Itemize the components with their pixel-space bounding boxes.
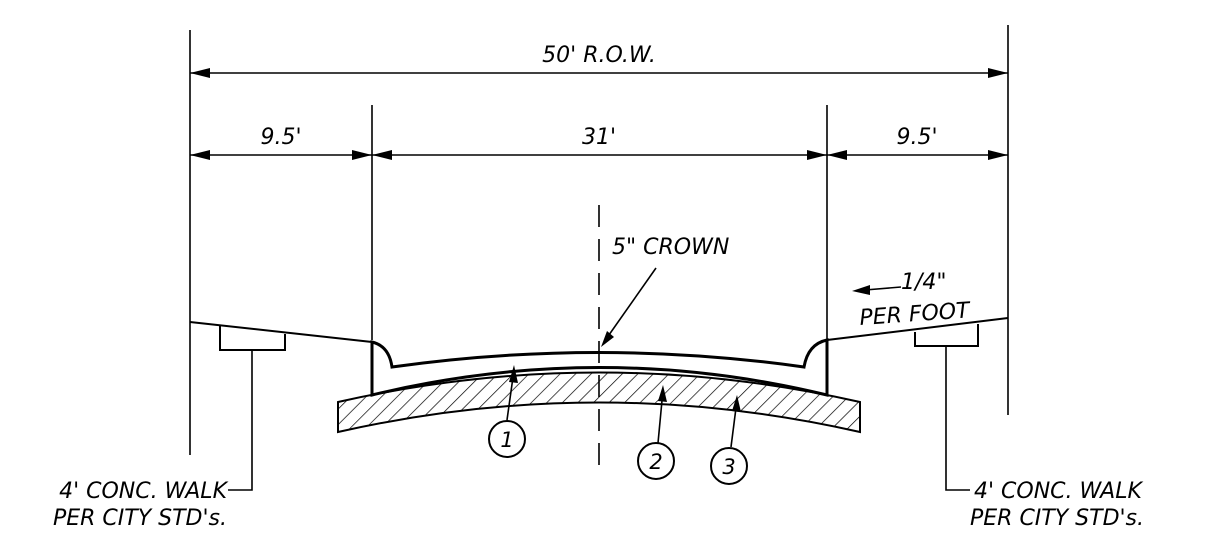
leader-lines <box>506 267 741 448</box>
callout-1-label: 1 <box>500 428 513 452</box>
pavement-section <box>370 338 829 397</box>
walk-left-label-line1: 4' CONC. WALK <box>59 479 228 504</box>
callout-3-label: 3 <box>722 455 735 479</box>
walk-right-annotation: 4' CONC. WALK PER CITY STD's. <box>945 346 1144 531</box>
row-dimension-label: 50' R.O.W. <box>542 43 656 68</box>
walk-left-label-line2: PER CITY STD's. <box>53 506 227 531</box>
crown-label: 5" CROWN <box>612 235 729 260</box>
slope-label-line1: 1/4" <box>901 270 947 295</box>
row-dimension: 50' R.O.W. <box>190 43 1008 78</box>
roadway-dimension-label: 31' <box>582 125 616 150</box>
callout-2-label: 2 <box>649 450 662 474</box>
sub-dimensions: 9.5' 31' 9.5' <box>190 125 1008 160</box>
extension-lines <box>189 25 1009 455</box>
walk-right-label-line2: PER CITY STD's. <box>970 506 1144 531</box>
callout-1: 1 <box>488 420 526 458</box>
left-parkway-dimension-label: 9.5' <box>260 125 301 150</box>
callout-3: 3 <box>710 447 748 485</box>
slope-label-line2: PER FOOT <box>859 298 972 331</box>
walk-left-annotation: 4' CONC. WALK PER CITY STD's. <box>53 350 253 531</box>
right-parkway-dimension-label: 9.5' <box>896 125 937 150</box>
callout-2: 2 <box>637 442 675 480</box>
walk-right-label-line1: 4' CONC. WALK <box>974 479 1143 504</box>
slope-annotation: 1/4" PER FOOT <box>852 270 972 331</box>
parkway-grade-lines <box>189 317 1009 343</box>
